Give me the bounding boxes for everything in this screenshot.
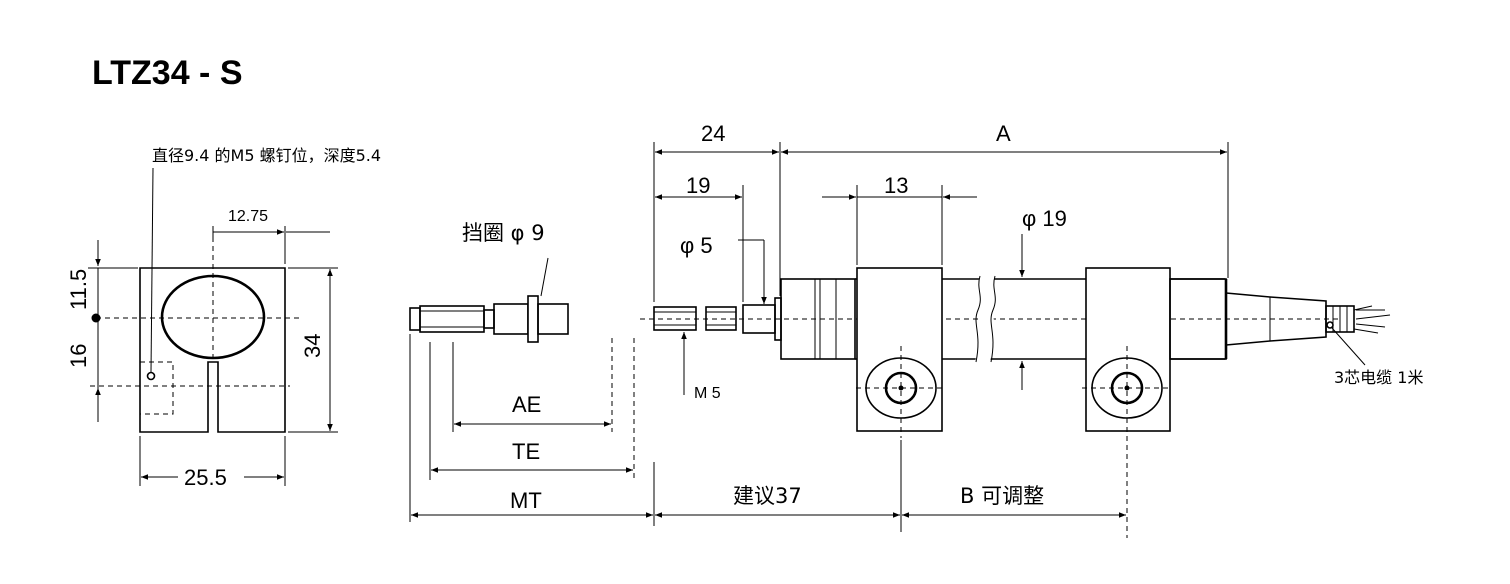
screw-hole: [146, 371, 156, 381]
dim-19: 19: [686, 173, 710, 198]
dim-b-adjustable: B 可调整: [960, 484, 1044, 508]
end-view-block: [139, 267, 286, 433]
thread-m5: M 5: [694, 385, 721, 402]
dim-24: 24: [701, 121, 725, 146]
dim-mt: MT: [510, 488, 542, 513]
side-view: 3芯电缆 1米 24 A 19 13 φ 5 φ 19 M 5: [640, 121, 1423, 538]
dim-25-5: 25.5: [184, 465, 227, 490]
dim-12-75: 12.75: [228, 208, 268, 225]
dim-16: 16: [66, 344, 91, 368]
cable-note: 3芯电缆 1米: [1334, 368, 1423, 387]
dim-13: 13: [884, 173, 908, 198]
center-dot: [91, 313, 101, 323]
rod-view: 挡圈 φ 9 AE TE MT: [409, 221, 653, 522]
phi-5: φ 5: [680, 233, 713, 258]
collar-label: 挡圈 φ 9: [462, 221, 545, 245]
drawing-title: LTZ34 - S: [92, 54, 243, 92]
dim-te: TE: [512, 439, 540, 464]
dim-a: A: [996, 121, 1011, 146]
dim-ae: AE: [512, 392, 541, 417]
collar: [527, 295, 539, 343]
end-view: 直径9.4 的M5 螺钉位，深度5.4 12.75 11.5 16 34 25.…: [66, 146, 381, 490]
phi-19: φ 19: [1022, 206, 1067, 231]
dim-11-5: 11.5: [66, 269, 91, 310]
screw-note: 直径9.4 的M5 螺钉位，深度5.4: [152, 146, 381, 165]
dim-34: 34: [300, 334, 325, 358]
dim-suggest-37: 建议37: [733, 484, 802, 508]
